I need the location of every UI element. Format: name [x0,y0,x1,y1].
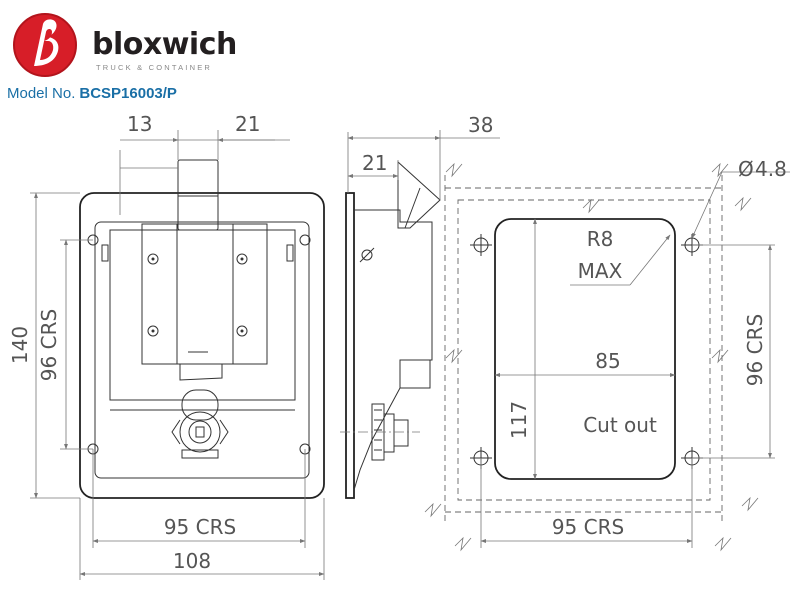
lock-cylinder-icon [179,411,221,453]
dim-top-right: 21 [235,112,260,136]
dim-cutout-width-crs: 95 CRS [552,515,624,539]
brand-tagline: TRUCK & CONTAINER [96,63,213,72]
model-number-line: Model No.BCSP16003/P [7,85,177,103]
hole-dia-symbol: Ø [738,157,754,181]
dim-side-offset: 21 [362,151,387,175]
logo-emblem-icon [13,13,77,77]
side-view: 38 21 [340,113,500,499]
dim-side-overall: 38 [468,113,493,137]
cutout-view: Ø 4.8 R8 MAX 85 117 Cut out 96 CRS 95 CR… [424,157,790,552]
front-view: 13 21 140 96 CRS 95 CRS 108 [8,112,325,580]
dim-width: 108 [173,549,211,573]
dim-cutout-width: 85 [595,349,620,373]
model-label: Model No. [7,85,76,102]
paddle-top [177,159,219,231]
panel-outline [457,199,711,501]
dim-width-crs: 95 CRS [164,515,236,539]
dim-height-crs: 96 CRS [37,309,61,381]
corner-radius-note: MAX [578,259,623,283]
dim-cutout-height-crs: 96 CRS [743,314,767,386]
handle-plate [141,223,268,365]
screw-icon [236,325,248,337]
dim-height: 140 [8,326,32,364]
screw-icon [147,325,159,337]
side-paddle [397,160,441,229]
dim-cutout-height: 117 [507,401,531,439]
side-flange [345,192,355,499]
mount-hole-icon [299,234,311,246]
front-pan-outline [94,221,310,479]
dim-top-left: 13 [127,112,152,136]
front-flange-outline [79,192,325,499]
screw-icon [147,253,159,265]
hole-dia: 4.8 [755,157,787,181]
cutout-outline [494,218,676,480]
brand-name: bloxwich [92,27,237,62]
brand-logo: bloxwich TRUCK & CONTAINER [10,10,237,82]
corner-radius: R8 [587,227,614,251]
screw-icon [236,253,248,265]
cutout-label: Cut out [583,413,657,437]
model-number: BCSP16003/P [79,85,177,102]
